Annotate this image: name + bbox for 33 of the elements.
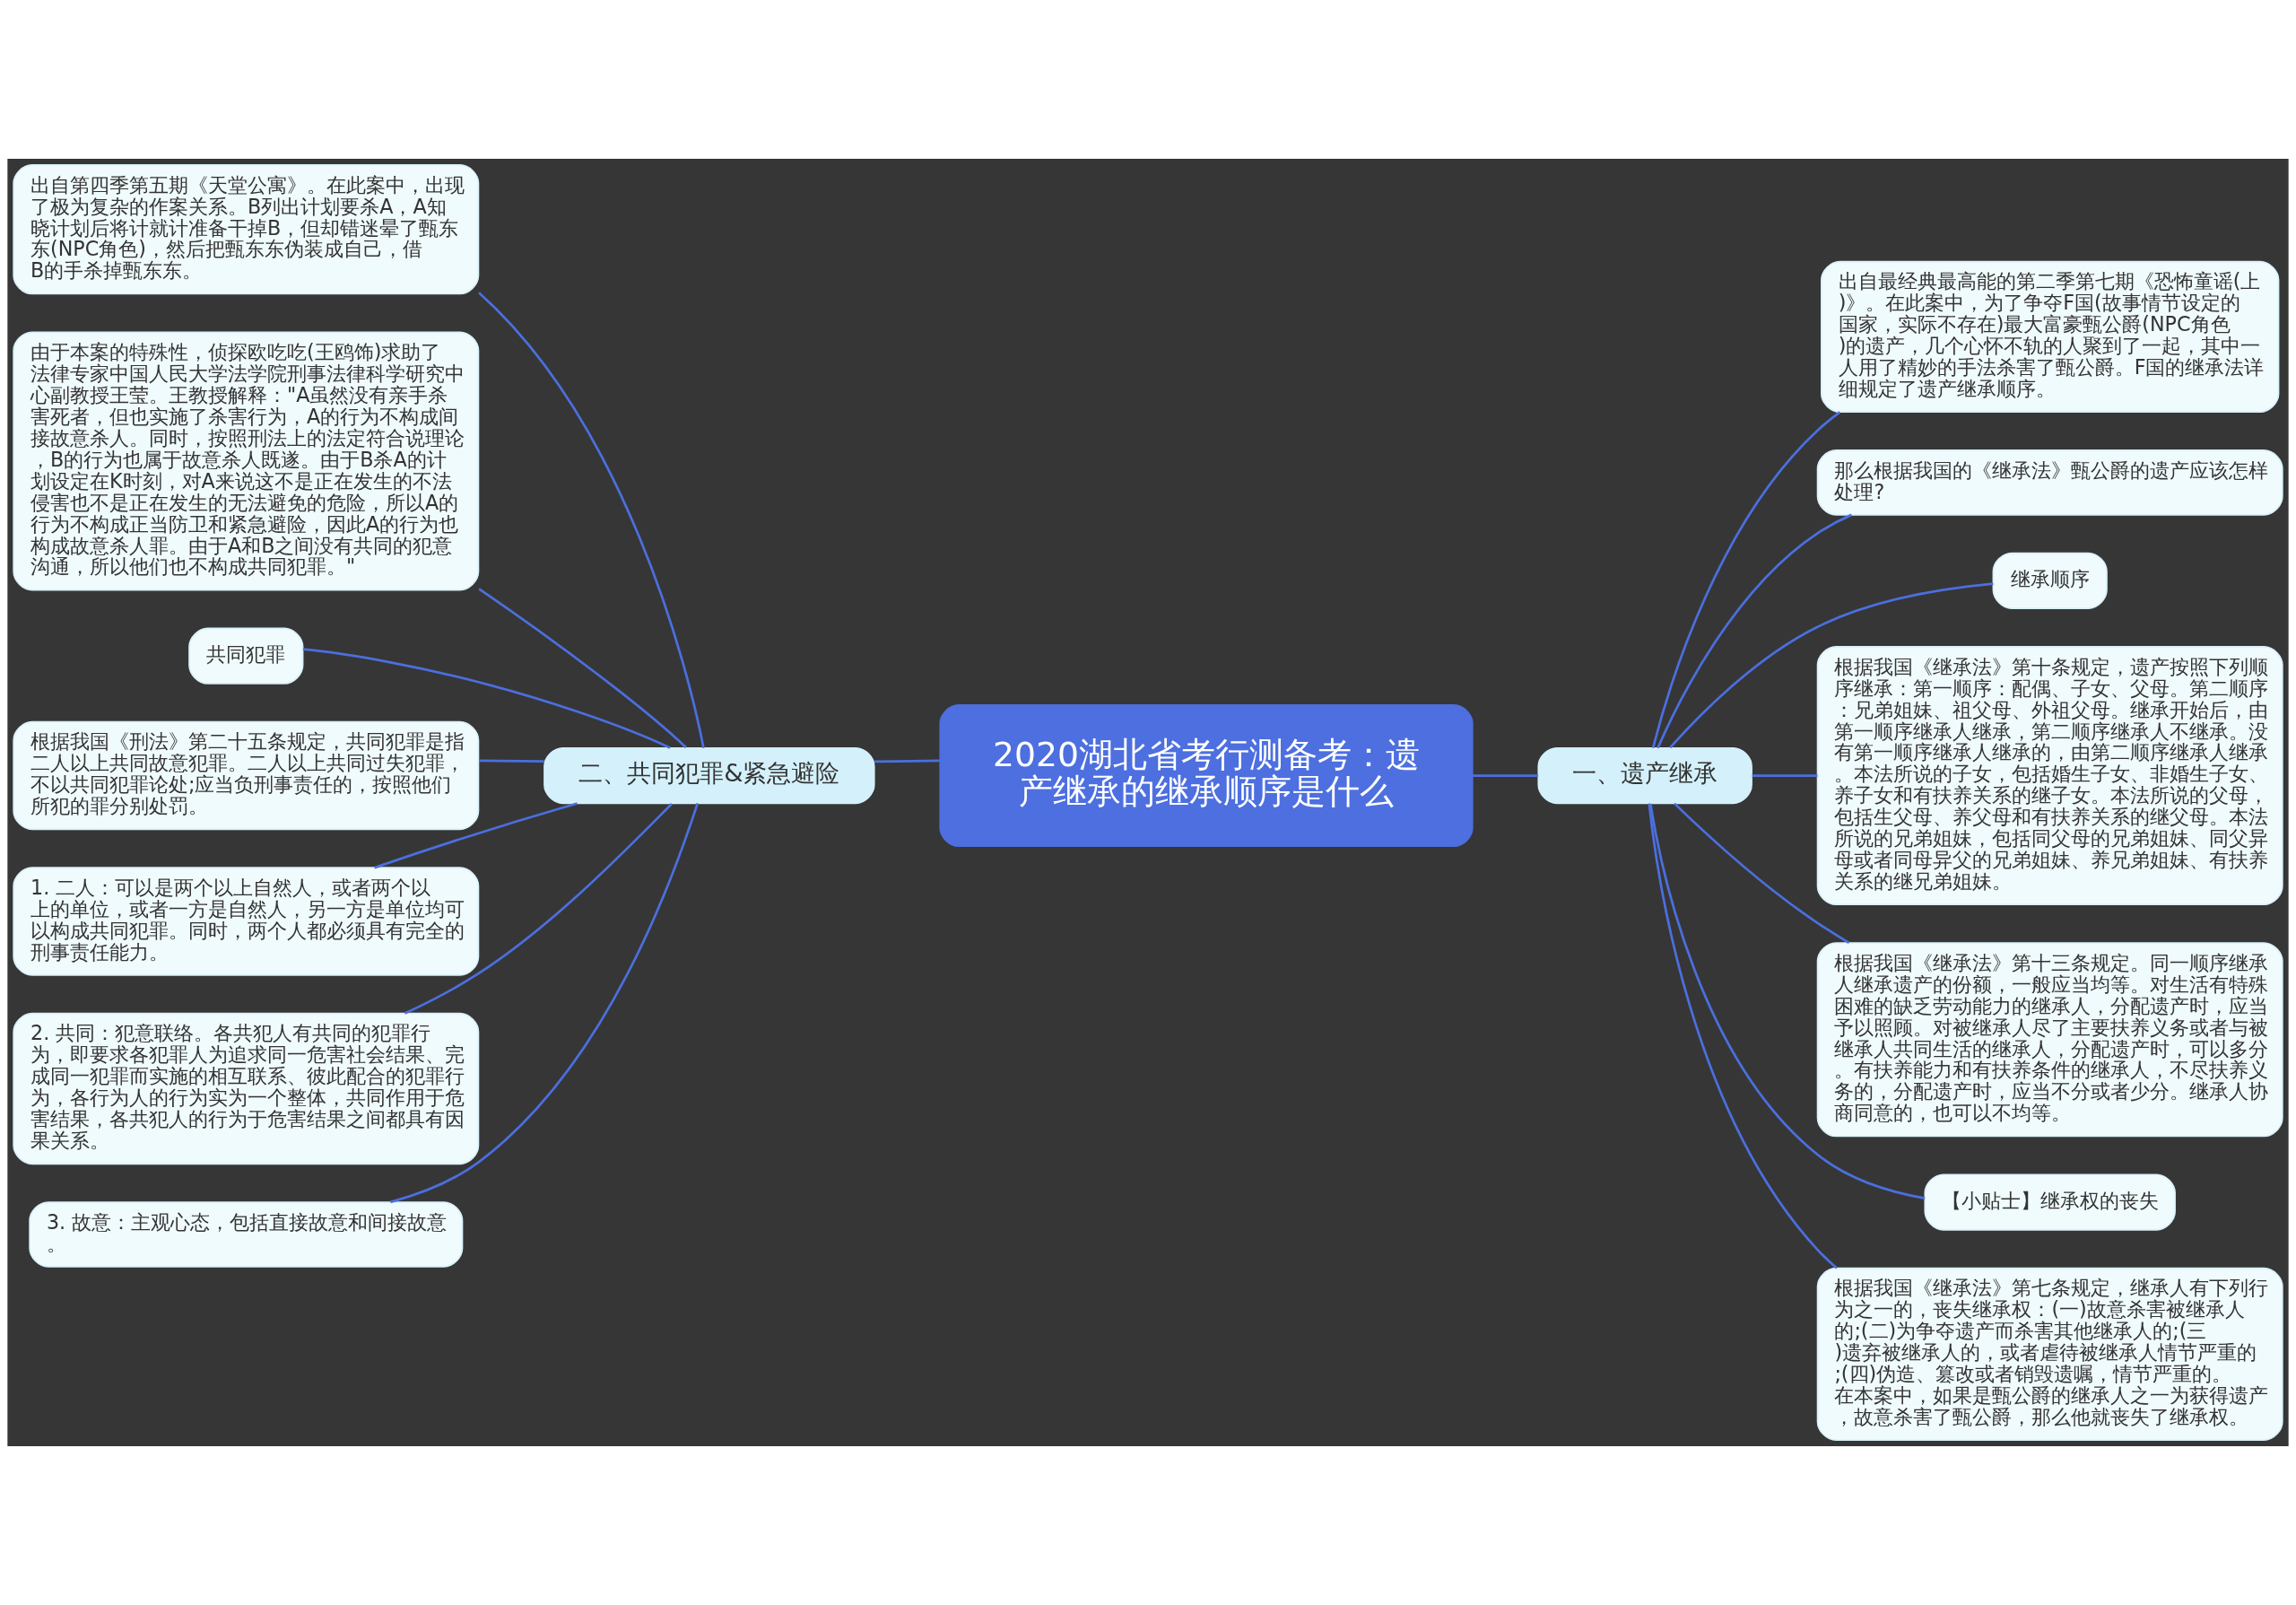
node-box: 根据我国《刑法》第二十五条规定，共同犯罪是指二人以上共同故意犯罪。二人以上共同过失犯罪，不以共同犯罪论处;应当负刑事责任的，按照他们所犯的罪分别处罚。	[13, 720, 480, 831]
connector	[302, 648, 671, 749]
node-box: 2. 共同：犯意联络。各共犯人有共同的犯罪行为，即要求各犯罪人为追求同一危害社会结果、完成同一犯罪而实施的相互联系、彼此配合的犯罪行为，各行为人的行为实为一个整体，共同作用于危害结果，各共犯人的行为于危害结果之间都具有因果关系。	[13, 1012, 480, 1165]
node-box: 2020湖北省考行测备考：遗产继承的继承顺序是什么	[939, 704, 1474, 848]
connector	[1669, 582, 1994, 749]
connector	[1651, 411, 1841, 748]
connector	[390, 803, 700, 1204]
node-box: 【小贴士】继承权的丧失	[1924, 1173, 2176, 1231]
connector	[478, 588, 687, 749]
node-box: 二、共同犯罪&紧急避险	[544, 746, 875, 805]
connector	[1752, 774, 1818, 777]
connector	[404, 803, 673, 1015]
node-box: 那么根据我国的《继承法》甄公爵的遗产应该怎样处理?	[1816, 449, 2283, 516]
node-box: 1. 二人：可以是两个以上自然人，或者两个以上的单位，或者一方是自然人，另一方是单位均可以构成共同犯罪。同时，两个人都必须具有完全的刑事责任能力。	[13, 867, 480, 976]
connector	[479, 759, 544, 763]
node-box: 出自最经典最高能的第二季第七期《恐怖童谣(上)》。在此案中，为了争夺F国(故事情节设定的国家，实际不存在)最大富豪甄公爵(NPC角色)的遗产，几个心怀不轨的人聚到了一起，其中一人用了精妙的手法杀害了甄公爵。F国的继承法详细规定了遗产继承顺序。	[1821, 260, 2280, 414]
node-box: 根据我国《继承法》第十条规定，遗产按照下列顺序继承：第一顺序：配偶、子女、父母。第二顺序：兄弟姐妹、祖父母、外祖父母。继承开始后，由第一顺序继承人继承，第二顺序继承人不继承。没有第一顺序继承人继承的，由第二顺序继承人继承。本法所说的子女，包括婚生子女、非婚生子女、养子女和有扶养关系的继子女。本法所说的父母，包括生父母、养父母和有扶养关系的继父母。本法所说的兄弟姐妹，包括同父母的兄弟姐妹、同父异母或者同母异父的兄弟姐妹、养兄弟姐妹、有扶养关系的继兄弟姐妹。	[1816, 646, 2283, 906]
node-box: 继承顺序	[1992, 552, 2108, 609]
connector	[1657, 513, 1852, 749]
connector	[1648, 803, 1926, 1199]
node-box: 出自第四季第五期《天堂公寓》。在此案中，出现了极为复杂的作案关系。B列出计划要杀A，A知晓计划后将计就计准备干掉B，但却错迷晕了甄东东(NPC角色)，然后把甄东东伪装成自己，借B的手杀掉甄东东。	[13, 164, 480, 295]
node-box: 共同犯罪	[188, 627, 304, 685]
node-box: 由于本案的特殊性，侦探欧吃吃(王鸥饰)求助了法律专家中国人民大学法学院刑事法律科学研究中心副教授王莹。王教授解释："A虽然没有亲手杀害死者，但也实施了杀害行为，A的行为不构成间接故意杀人。同时，按照刑法上的法定符合说理论，B的行为也属于故意杀人既遂。由于B杀A的计划设定在K时刻，对A来说这不是正在发生的不法侵害也不是正在发生的无法避免的危险，所以A的行为不构成正当防卫和紧急避险，因此A的行为也构成故意杀人罪。由于A和B之间没有共同的犯意沟通，所以他们也不构成共同犯罪。"	[13, 331, 480, 591]
connector	[374, 802, 578, 869]
connector	[1472, 774, 1539, 777]
connector	[1674, 802, 1850, 944]
node-box: 根据我国《继承法》第七条规定，继承人有下列行为之一的，丧失继承权：(一)故意杀害被继承人的;(二)为争夺遗产而杀害其他继承人的;(三)遗弃被继承人的，或者虐待被继承人情节严重的;(四)伪造、篡改或者销毁遗嘱，情节严重的。在本案中，如果是甄公爵的继承人之一为获得遗产，故意杀害了甄公爵，那么他就丧失了继承权。	[1816, 1267, 2283, 1441]
node-box: 3. 故意：主观心态，包括直接故意和间接故意。	[29, 1201, 464, 1268]
connector	[478, 292, 705, 748]
connector	[874, 759, 940, 763]
node-box: 根据我国《继承法》第十三条规定。同一顺序继承人继承遗产的份额，一般应当均等。对生活有特殊困难的缺乏劳动能力的继承人，分配遗产时，应当予以照顾。对被继承人尽了主要扶养义务或者与被继承人共同生活的继承人，分配遗产时，可以多分。有扶养能力和有扶养条件的继承人，不尽扶养义务的，分配遗产时，应当不分或者少分。继承人协商同意的，也可以不均等。	[1816, 942, 2283, 1138]
connector	[1648, 803, 1838, 1269]
node-box: 一、遗产继承	[1537, 746, 1752, 805]
